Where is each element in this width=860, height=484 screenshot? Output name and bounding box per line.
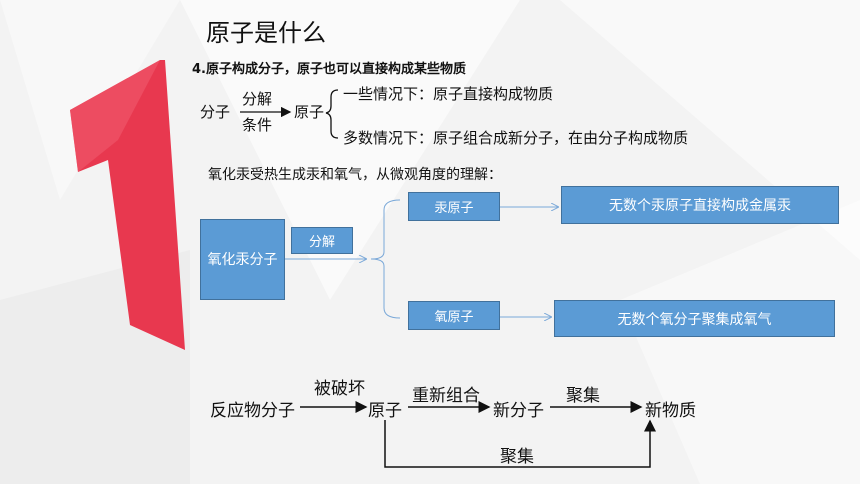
oxygen-gas-result-box: 无数个氧分子聚集成氧气 — [554, 300, 835, 337]
recombine-label: 重新组合 — [412, 386, 480, 406]
case-direct-atoms: 一些情况下：原子直接构成物质 — [343, 85, 554, 103]
case-new-molecules: 多数情况下：原子组合成新分子，在由分子构成物质 — [343, 129, 689, 147]
metal-mercury-result-box: 无数个汞原子直接构成金属汞 — [561, 186, 839, 224]
bypass-arrow — [384, 419, 656, 468]
atom-label: 原子 — [294, 103, 325, 121]
mercury-oxide-molecule-text: 氧化汞分子 — [207, 251, 278, 268]
molecule-label: 分子 — [200, 103, 231, 121]
case-brace — [325, 89, 339, 139]
new-substance-label: 新物质 — [645, 401, 696, 421]
decompose-box: 分解 — [291, 227, 353, 254]
mercury-oxide-molecule-box: 氧化汞分子 — [200, 219, 285, 300]
arrow-top-label: 分解 — [242, 90, 273, 108]
new-molecule-label: 新分子 — [493, 401, 544, 421]
slide-subtitle: 4.原子构成分子，原子也可以直接构成某些物质 — [192, 62, 466, 77]
bypass-aggregate-label: 聚集 — [500, 447, 534, 467]
aggregate-label: 聚集 — [566, 386, 600, 406]
slide-title: 原子是什么 — [206, 19, 326, 47]
oxygen-atom-text: 氧原子 — [434, 310, 474, 325]
decompose-text: 分解 — [308, 235, 335, 250]
mercury-intro-text: 氧化汞受热生成汞和氧气，从微观角度的理解： — [208, 167, 502, 183]
metal-mercury-result-text: 无数个汞原子直接构成金属汞 — [609, 198, 791, 214]
oxygen-atom-box: 氧原子 — [408, 301, 500, 330]
oxygen-gas-result-text: 无数个氧分子聚集成氧气 — [617, 311, 772, 328]
flow-atom-label: 原子 — [368, 401, 402, 421]
reactant-molecule-label: 反应物分子 — [210, 401, 295, 421]
arrow-bottom-label: 条件 — [242, 116, 273, 134]
mercury-atom-box: 汞原子 — [408, 192, 500, 221]
destroyed-label: 被破坏 — [314, 379, 365, 399]
mercury-atom-text: 汞原子 — [434, 201, 474, 216]
